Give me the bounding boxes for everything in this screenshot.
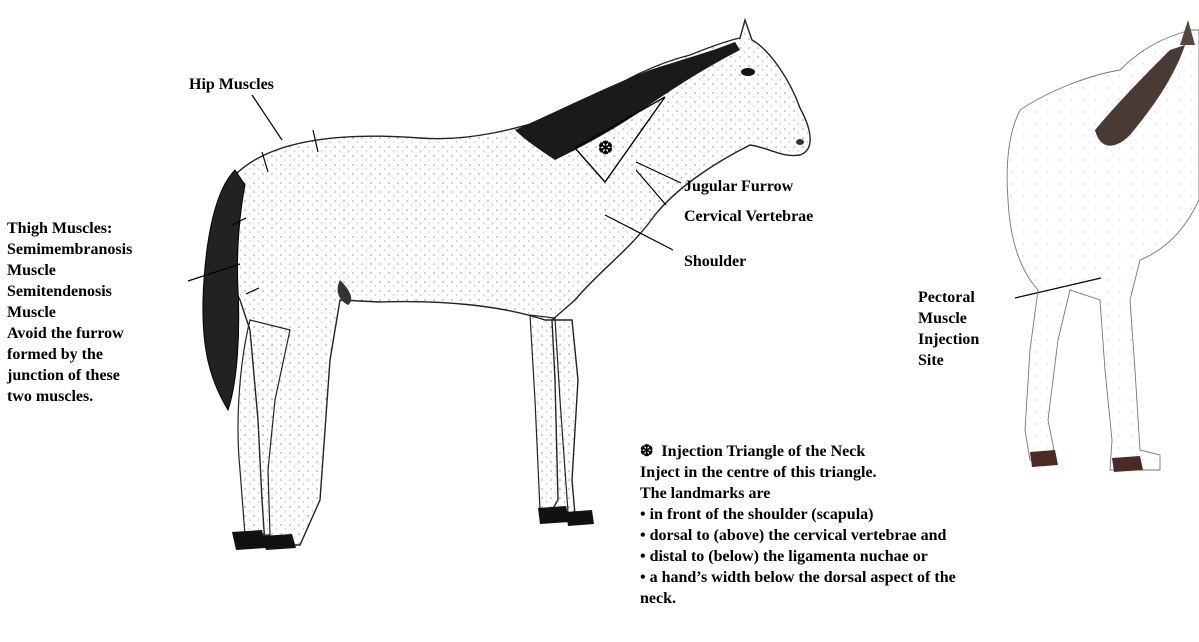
note-line: • dorsal to (above) the cervical vertebr… bbox=[640, 525, 956, 546]
hoof bbox=[262, 534, 296, 550]
note-line: neck. bbox=[640, 588, 956, 609]
front-horse-body bbox=[1007, 30, 1199, 470]
thigh-line: Semitendenosis bbox=[7, 281, 132, 302]
snowflake-icon: ❆ bbox=[640, 443, 653, 460]
thigh-line: Avoid the furrow bbox=[7, 323, 132, 344]
note-title: ❆ Injection Triangle of the Neck bbox=[640, 441, 956, 462]
note-line: The landmarks are bbox=[640, 483, 956, 504]
thigh-line: Muscle bbox=[7, 302, 132, 323]
label-hip-muscles: Hip Muscles bbox=[189, 74, 274, 95]
hoof bbox=[232, 530, 266, 550]
note-line: • a hand’s width below the dorsal aspect… bbox=[640, 567, 956, 588]
horse-nostril bbox=[796, 139, 804, 145]
pectoral-line: Injection bbox=[918, 329, 979, 350]
note-line: • in front of the shoulder (scapula) bbox=[640, 504, 956, 525]
thigh-line: Semimembranosis bbox=[7, 239, 132, 260]
thigh-line: Thigh Muscles: bbox=[7, 218, 132, 239]
label-shoulder: Shoulder bbox=[684, 251, 746, 272]
label-jugular-furrow: Jugular Furrow bbox=[684, 176, 793, 197]
label-thigh-muscles: Thigh Muscles: Semimembranosis Muscle Se… bbox=[7, 218, 132, 407]
horse-eye bbox=[741, 68, 755, 76]
label-pectoral-muscle: Pectoral Muscle Injection Site bbox=[918, 287, 979, 371]
note-line: • distal to (below) the ligamenta nuchae… bbox=[640, 546, 956, 567]
hoof bbox=[566, 510, 594, 526]
thigh-line: formed by the bbox=[7, 344, 132, 365]
hoof bbox=[538, 506, 570, 524]
thigh-line: two muscles. bbox=[7, 386, 132, 407]
thigh-line: junction of these bbox=[7, 365, 132, 386]
pectoral-line: Pectoral bbox=[918, 287, 979, 308]
note-line: Inject in the centre of this triangle. bbox=[640, 462, 956, 483]
front-horse-hoof bbox=[1112, 456, 1143, 472]
injection-triangle-note: ❆ Injection Triangle of the Neck Inject … bbox=[640, 441, 956, 609]
front-horse-hoof bbox=[1030, 450, 1058, 467]
thigh-line: Muscle bbox=[7, 260, 132, 281]
label-cervical-vertebrae: Cervical Vertebrae bbox=[684, 206, 813, 227]
pectoral-line: Site bbox=[918, 350, 979, 371]
pectoral-line: Muscle bbox=[918, 308, 979, 329]
front-horse bbox=[1007, 20, 1199, 472]
triangle-marker-icon: ❆ bbox=[598, 138, 613, 159]
leader-hip bbox=[252, 95, 282, 140]
note-title-text: Injection Triangle of the Neck bbox=[661, 443, 865, 460]
